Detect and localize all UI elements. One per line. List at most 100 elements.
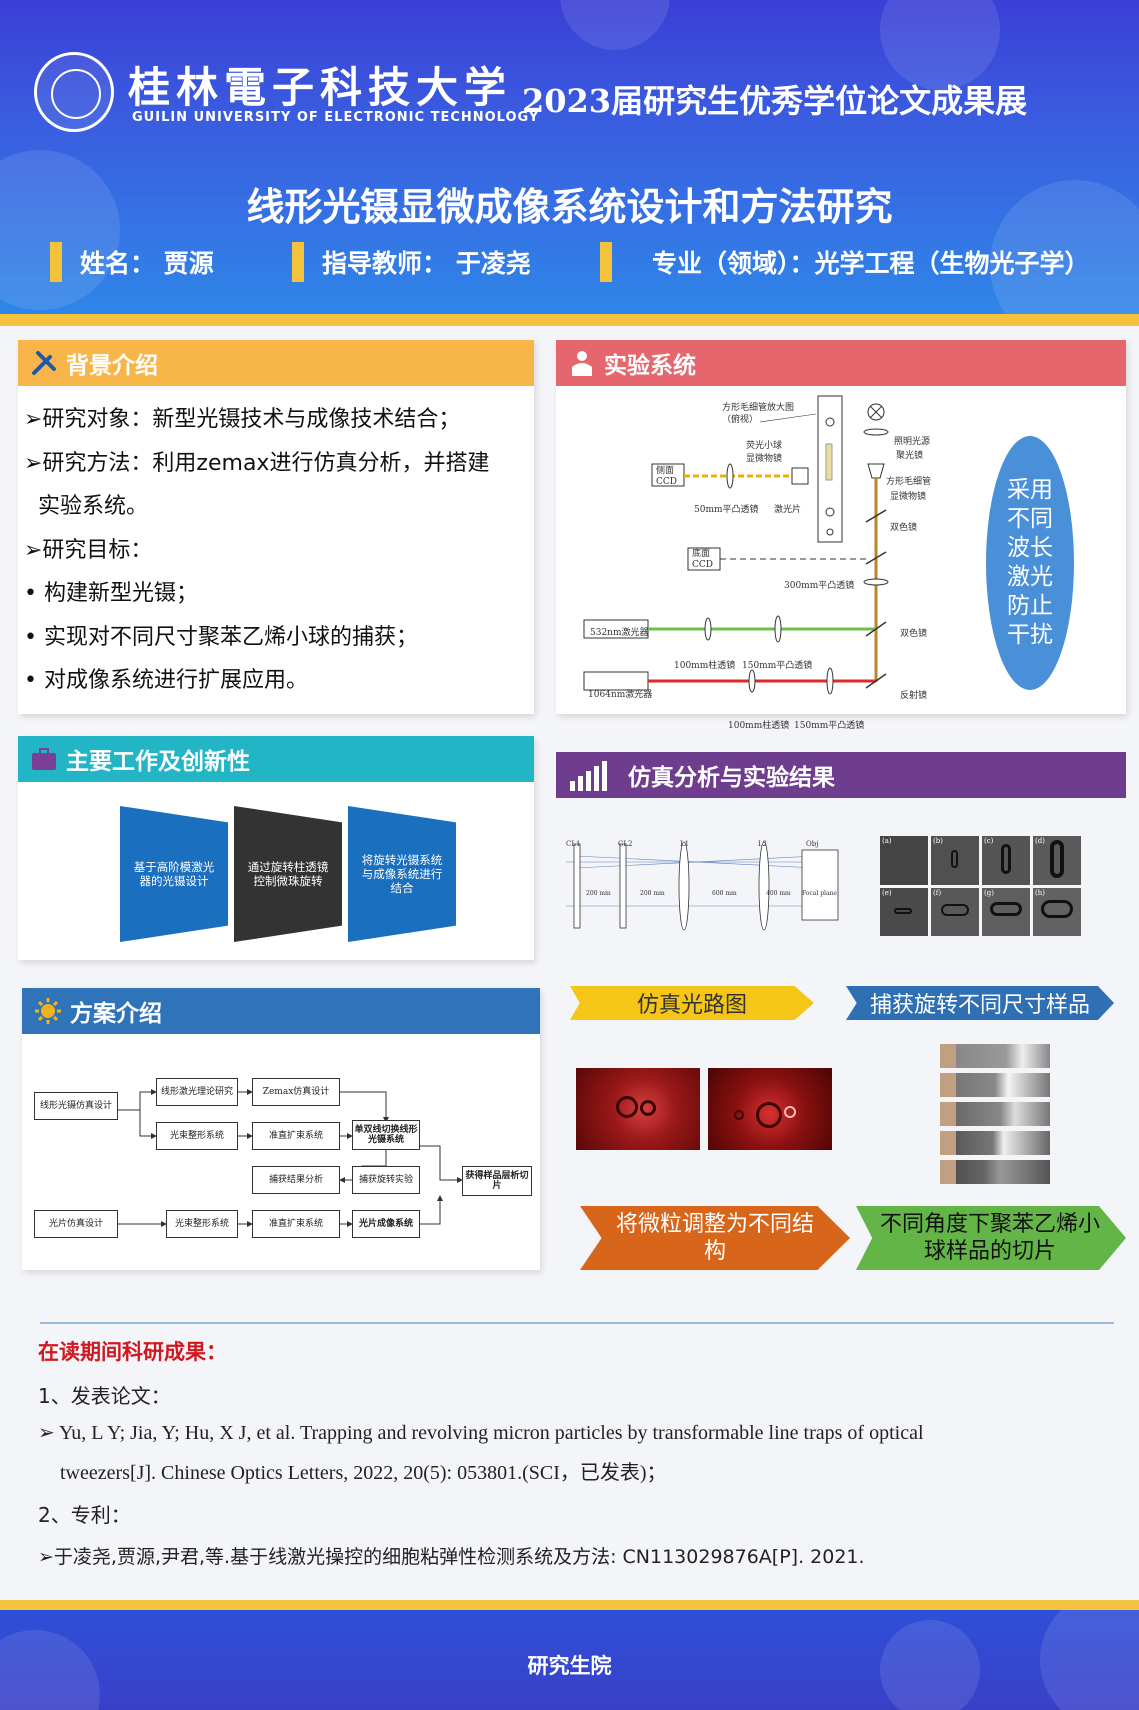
flow-box: Zemax仿真设计: [252, 1078, 340, 1106]
banner-optical-path: 仿真光路图: [570, 986, 814, 1020]
fluorescence-image: [576, 1068, 700, 1150]
slice-image: [940, 1160, 1050, 1184]
optics-label: L1: [680, 840, 690, 848]
micro-panel: (a): [880, 836, 928, 885]
thesis-title: 线形光镊显微成像系统设计和方法研究: [246, 185, 893, 229]
paper-heading: 1、发表论文：: [38, 1384, 171, 1408]
flow-box: 单双线切换线形光镊系统: [352, 1120, 420, 1150]
micro-panel: (d): [1033, 836, 1081, 885]
slice-image: [940, 1044, 1050, 1068]
decor-bubble: [560, 0, 670, 50]
micro-panel: (h): [1033, 887, 1081, 936]
distance-label: 200 mm: [640, 890, 665, 897]
optics-label: Obj: [806, 840, 819, 848]
scheme-header: 方案介绍: [22, 988, 540, 1034]
list-item: • 对成像系统进行扩展应用。: [24, 668, 308, 693]
flow-box: 捕获结果分析: [252, 1166, 340, 1194]
paper-citation-line: ➢ Yu, L Y; Jia, Y; Hu, X J, et al. Trapp…: [38, 1422, 924, 1444]
flow-box: 光片仿真设计: [34, 1210, 118, 1238]
list-item: • 实现对不同尺寸聚苯乙烯小球的捕获；: [24, 624, 418, 650]
exp-label: 100mm柱透镜: [674, 661, 736, 671]
flow-box: 光片成像系统: [352, 1210, 420, 1238]
exp-label: 底面CCD: [692, 549, 713, 570]
slice-image: [940, 1073, 1050, 1097]
distance-label: Focal plane: [802, 890, 837, 897]
decor-bubble: [1040, 1610, 1139, 1710]
micro-panel: (e): [880, 887, 928, 936]
exp-label: 532nm激光器: [590, 628, 649, 638]
exp-label: 双色镜: [900, 629, 928, 639]
flow-box: 准直扩束系统: [252, 1122, 340, 1150]
banner-slices: 不同角度下聚苯乙烯小球样品的切片: [856, 1206, 1126, 1270]
patent-heading: 2、专利：: [38, 1503, 131, 1527]
work-item-2: 通过旋转柱透镜控制微珠旋转: [234, 806, 342, 942]
slice-image: [940, 1131, 1050, 1155]
list-item: ➢研究目标：: [24, 537, 153, 563]
list-item: • 构建新型光镊；: [24, 581, 198, 606]
tools-icon: [30, 349, 58, 377]
banner-capture-rotation: 捕获旋转不同尺寸样品: [846, 986, 1114, 1020]
paper-citation-line: tweezers[J]. Chinese Optics Letters, 202…: [60, 1462, 667, 1484]
optics-label: CL1: [566, 840, 581, 848]
patent-citation: ➢于凌尧,贾源,尹君,等.基于线激光操控的细胞粘弹性检测系统及方法: CN113…: [38, 1546, 865, 1568]
work-item-1: 基于高阶模激光器的光镊设计: [120, 806, 228, 942]
exp-label: 照明光源: [894, 437, 931, 447]
exp-label: 显微物镜: [746, 454, 783, 464]
simulation-optics: [566, 841, 839, 931]
work-item-3: 将旋转光镊系统与成像系统进行结合: [348, 806, 456, 942]
advisor-name: 指导教师： 于凌尧: [292, 242, 531, 282]
banner-particle-structure: 将微粒调整为不同结构: [580, 1206, 850, 1270]
experiment-note: 采用不同波长激光防止干扰: [986, 436, 1074, 690]
exp-label: 显微物镜: [890, 492, 927, 502]
bar-chart-icon: [568, 761, 608, 791]
distance-label: 200 mm: [586, 890, 611, 897]
distance-label: 600 mm: [712, 890, 737, 897]
results-header: 仿真分析与实验结果: [556, 752, 1126, 798]
fluorescence-image: [708, 1068, 832, 1150]
university-logo: [34, 52, 114, 132]
exp-label: 50mm平凸透镜: [694, 505, 759, 515]
achievements: 在读期间科研成果： 1、发表论文： ➢ Yu, L Y; Jia, Y; Hu,…: [38, 1336, 1098, 1569]
exp-label: 150mm平凸透镜: [742, 661, 813, 671]
header-stripe: [0, 314, 1139, 326]
exp-label: 方形毛细管放大图（俯视）: [722, 403, 795, 425]
slice-images: [940, 1044, 1050, 1184]
optics-label: L2: [758, 840, 768, 848]
flow-box: 获得样品层析切片: [462, 1166, 532, 1196]
experiment-diagram: [583, 395, 889, 695]
divider: [40, 1322, 1114, 1324]
people-icon: [568, 349, 596, 377]
flow-box: 线形光镊仿真设计: [34, 1092, 118, 1120]
background-header: 背景介绍: [18, 340, 534, 386]
header: 桂林電子科技大学 GUILIN UNIVERSITY OF ELECTRONIC…: [0, 0, 1139, 314]
micro-panel: (f): [931, 887, 979, 936]
capture-image-grid: (a) (b) (c) (d) (e) (f) (g) (h): [880, 836, 1082, 936]
exp-label: 反射镜: [900, 691, 928, 701]
flow-box: 线形激光理论研究: [156, 1078, 238, 1106]
scheme-flow-arrows: [118, 1089, 463, 1227]
university-name-cn: 桂林電子科技大学: [128, 63, 513, 112]
student-name: 姓名： 贾源: [50, 242, 214, 282]
optics-label: CL2: [618, 840, 633, 848]
footer-text: 研究生院: [527, 1654, 612, 1678]
list-item: ➢研究对象：新型光镊技术与成像技术结合；: [24, 407, 461, 432]
list-item: ➢研究方法：利用zemax进行仿真分析，并搭建: [24, 450, 490, 476]
main-work-header: 主要工作及创新性: [18, 736, 534, 782]
slice-image: [940, 1102, 1050, 1126]
background-card: [18, 340, 534, 714]
exp-label: 方形毛细管: [886, 477, 932, 487]
exp-label: 荧光小球: [746, 441, 783, 451]
major: 专业（领域）：光学工程（生物光子学）: [600, 242, 1090, 282]
footer: 研究生院: [0, 1610, 1139, 1710]
flow-box: 光束整形系统: [166, 1210, 238, 1238]
briefcase-icon: [30, 745, 58, 773]
exp-label: 300mm平凸透镜: [784, 581, 855, 591]
university-name-en: GUILIN UNIVERSITY OF ELECTRONIC TECHNOLO…: [132, 110, 540, 125]
expo-title: 2023届研究生优秀学位论文成果展: [522, 82, 1028, 120]
background-list: ➢研究对象：新型光镊技术与成像技术结合； ➢研究方法：利用zemax进行仿真分析…: [24, 398, 534, 703]
exp-label: 侧面CCD: [656, 466, 677, 487]
sun-icon: [34, 997, 62, 1025]
micro-panel: (c): [982, 836, 1030, 885]
exp-label: 100mm柱透镜: [728, 721, 790, 731]
experiment-header: 实验系统: [556, 340, 1126, 386]
